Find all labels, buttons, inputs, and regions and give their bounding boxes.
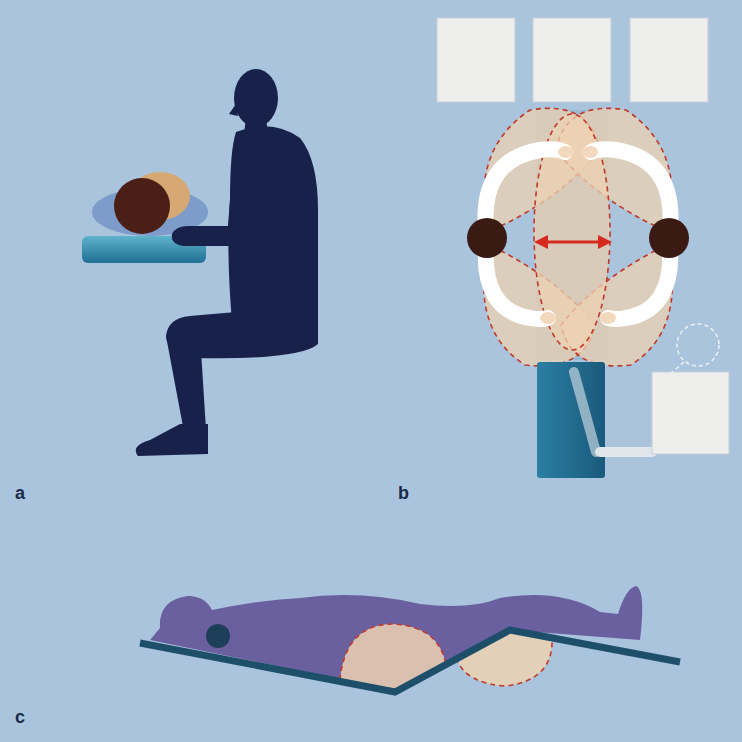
table-base: [537, 362, 605, 478]
arm: [591, 149, 671, 230]
surgeon-foot: [136, 424, 208, 456]
arrow-head: [598, 235, 612, 249]
surgeon-nose: [229, 104, 238, 116]
surgeon-head: [649, 218, 689, 258]
stool-outline: [677, 324, 719, 366]
arm: [486, 246, 548, 319]
patient-head: [114, 178, 170, 234]
surgeon-shin: [166, 334, 206, 432]
equipment-box: [437, 18, 515, 102]
surgeon-arm: [172, 148, 256, 246]
arm: [485, 149, 565, 230]
sitting-surgeon-scene: [82, 69, 318, 456]
arrow-shaft: [544, 241, 602, 244]
zone: [340, 624, 446, 690]
double-arrow: [534, 235, 612, 249]
arm: [608, 246, 670, 319]
equipment-box: [630, 18, 708, 102]
stool-leader: [668, 362, 684, 376]
panel-letter: b: [398, 484, 409, 502]
instrument-arm: [574, 372, 596, 452]
panel-letter: a: [15, 484, 25, 502]
top-view-scene: [437, 18, 729, 478]
hand: [600, 312, 616, 324]
arrow-head: [534, 235, 548, 249]
panel-letter: c: [15, 708, 25, 726]
instrument-arm: [600, 447, 652, 457]
hand: [540, 312, 556, 324]
surgeon-arms: [485, 149, 670, 319]
hands: [540, 146, 616, 324]
surgeon-silhouette: [136, 69, 318, 456]
hand: [558, 146, 574, 158]
surgeon-head: [467, 218, 507, 258]
equipment-box: [533, 18, 611, 102]
bent-table: [140, 630, 680, 692]
hand: [582, 146, 598, 158]
instrument-table: [652, 372, 729, 454]
working-zones: [484, 108, 673, 366]
neck-roll: [206, 624, 230, 648]
positioning-scene: [140, 586, 680, 692]
